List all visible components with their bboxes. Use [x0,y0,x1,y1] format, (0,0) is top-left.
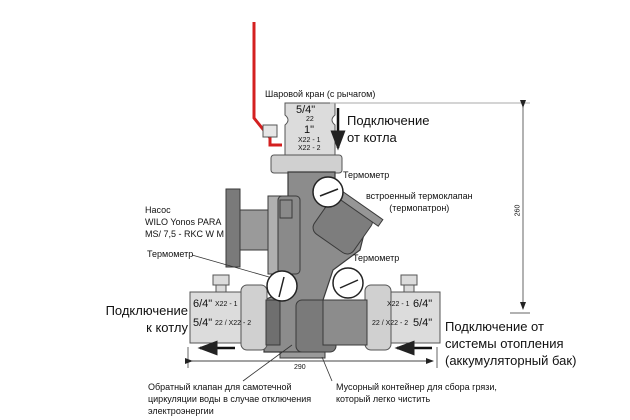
right-fitting-code2: 22 / X22 - 2 [372,320,409,327]
pump-line3: MS/ 7,5 - RKC W M [145,229,225,239]
pump-line2: WILO Yonos PARA [145,217,222,227]
thermometer-top-label: Термометр [343,170,390,180]
ball-valve-handle [252,22,282,147]
leader-dirt-trap [321,356,333,382]
heating-system-label: Подключение от системы отопления (аккуму… [445,318,576,369]
heating-line3: (аккумуляторный бак) [445,353,577,368]
dirt-trap-line2: который легко чистить [336,394,431,404]
top-fitting-code2a: X22 - 1 [298,137,321,144]
check-valve-line3: электроэнергии [148,406,214,416]
right-fitting-size2: 5/4" [413,317,433,329]
left-fitting-size1: 6/4" [193,298,213,310]
check-valve-line1: Обратный клапан для самотечной [148,382,292,392]
thermometer-left-gauge [266,270,298,302]
heating-line1: Подключение от [445,319,544,334]
from-boiler-label: Подключение от котла [347,112,429,146]
check-valve-line2: циркуляции воды в случае отключения [148,394,312,404]
to-boiler-label: Подключение к котлу [100,302,188,336]
left-fitting-code1: X22 - 1 [215,301,238,308]
dimension-height-label: 260 [514,204,522,217]
thermo-valve-line2: (термопатрон) [389,203,450,213]
leader-thermometer-left [191,254,270,278]
top-fitting-code1: 22 [306,116,314,123]
right-fitting-size1: 6/4" [413,298,433,310]
top-fitting [262,102,343,174]
ball-valve-label: Шаровой кран (с рычагом) [265,89,376,99]
dirt-trap-label: Мусорный контейнер для сбора грязи, кото… [336,381,497,405]
from-boiler-line1: Подключение [347,113,430,128]
left-fitting-size2: 5/4" [193,317,213,329]
thermo-valve-line1: встроенный термоклапан [366,191,473,201]
thermometer-top-gauge [312,176,344,208]
leader-check-valve [242,344,293,382]
right-fitting [322,274,441,351]
dimension-width [185,347,438,368]
thermometer-right-label: Термометр [353,253,400,263]
to-boiler-line2: к котлу [146,320,188,335]
dimension-width-label: 290 [294,364,306,371]
top-fitting-size1: 5/4" [296,104,316,116]
top-fitting-size2: 1" [304,124,315,136]
heating-line2: системы отопления [445,336,564,351]
dirt-trap-line1: Мусорный контейнер для сбора грязи, [336,382,497,392]
right-fitting-code1: X22 - 1 [387,301,410,308]
left-fitting-code2: 22 / X22 - 2 [215,320,252,327]
thermometer-left-label: Термометр [147,249,194,259]
pump-label: Насос WILO Yonos PARA MS/ 7,5 - RKC W M [145,204,224,240]
pump-line1: Насос [145,205,171,215]
to-boiler-line1: Подключение [105,303,188,318]
top-fitting-code2b: X22 - 2 [298,145,321,152]
left-fitting [189,274,281,351]
pump [225,188,301,275]
dimension-height [330,100,530,314]
thermometer-right-gauge [332,267,364,299]
from-boiler-line2: от котла [347,130,397,145]
thermo-valve-label: встроенный термоклапан (термопатрон) [366,190,473,214]
check-valve-label: Обратный клапан для самотечной циркуляци… [148,381,311,417]
